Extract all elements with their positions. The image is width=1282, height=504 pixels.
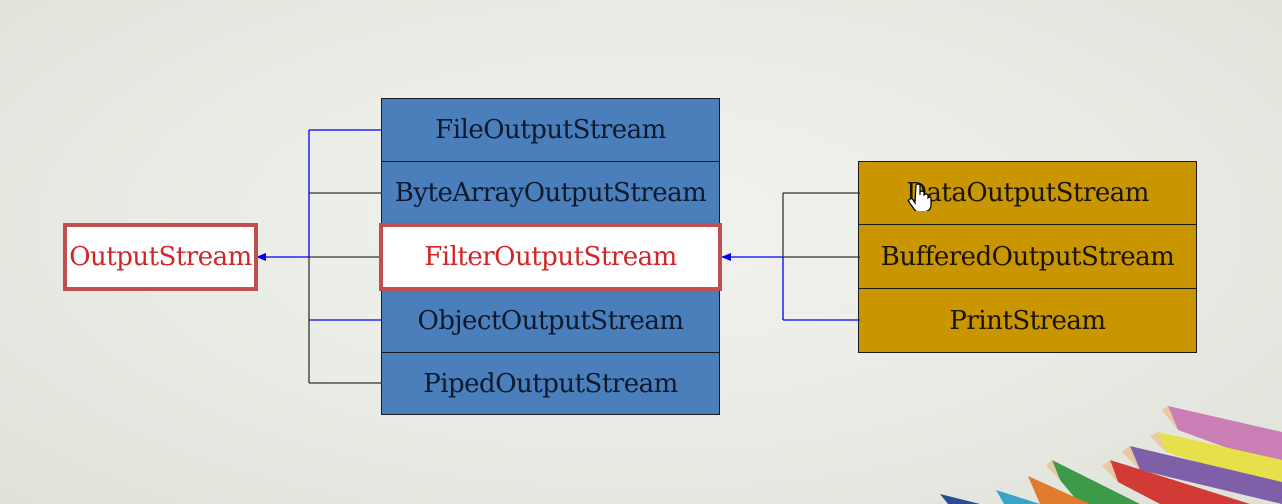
box-objectoutputstream: ObjectOutputStream (381, 289, 720, 353)
box-printstream: PrintStream (858, 288, 1197, 353)
box-label: ObjectOutputStream (417, 306, 685, 336)
box-label: FileOutputStream (435, 115, 666, 145)
box-label: FilterOutputStream (424, 242, 677, 272)
box-outputstream: OutputStream (63, 223, 258, 291)
box-bufferedoutputstream: BufferedOutputStream (858, 224, 1197, 289)
box-dataoutputstream: DataOutputStream (858, 161, 1197, 225)
box-label: PipedOutputStream (423, 368, 678, 399)
hand-cursor-icon (908, 183, 932, 211)
box-label: BufferedOutputStream (880, 241, 1175, 272)
box-label: DataOutputStream (906, 178, 1149, 208)
box-bytearrayoutputstream: ByteArrayOutputStream (381, 161, 720, 225)
box-label: PrintStream (949, 305, 1106, 336)
box-fileoutputstream: FileOutputStream (381, 98, 720, 162)
box-pipedoutputstream: PipedOutputStream (381, 352, 720, 415)
box-filteroutputstream: FilterOutputStream (379, 223, 722, 291)
box-label: OutputStream (69, 242, 252, 272)
box-label: ByteArrayOutputStream (394, 178, 707, 208)
